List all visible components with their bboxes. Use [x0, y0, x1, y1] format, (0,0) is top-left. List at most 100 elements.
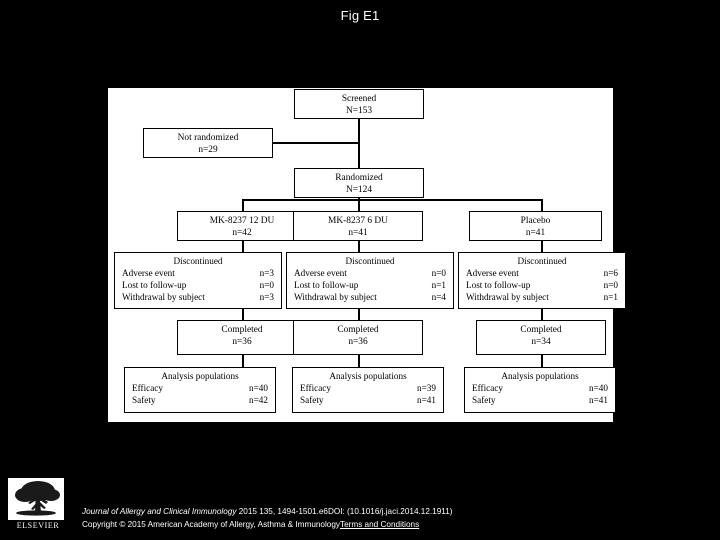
arm2-analysis-label-1: Safety: [300, 394, 324, 405]
arm2-disc-row: Withdrawal by subject n=4: [294, 292, 446, 304]
arm3-count: n=41: [525, 228, 546, 239]
arm2-disc-label-0: Adverse event: [294, 267, 347, 278]
box-randomized-label: Randomized: [335, 173, 383, 183]
arm3-disc-label-0: Adverse event: [466, 267, 519, 278]
elsevier-logo: ELSEVIER: [8, 478, 74, 534]
arm3-completed-label: Completed: [520, 325, 562, 335]
box-arm2-completed: Completed n=36: [293, 320, 423, 355]
arm3-completed-count: n=34: [531, 337, 551, 348]
arm2-analysis-heading: Analysis populations: [329, 370, 407, 381]
arm1-disc-row: Lost to follow-up n=0: [122, 280, 274, 292]
arm1-analysis-label-0: Efficacy: [132, 382, 163, 393]
arm3-analysis-value-0: n=40: [589, 382, 608, 393]
box-arm1-discontinued: Discontinued Adverse event n=3 Lost to f…: [114, 252, 282, 309]
arm3-disc-heading: Discontinued: [517, 255, 567, 266]
footer-citation-detail: 2015 135, 1494-1501.e6DOI: (10.1016/j.ja…: [236, 507, 453, 516]
arm3-analysis-value-1: n=41: [589, 394, 608, 405]
connector-screened-to-split: [358, 118, 360, 143]
connector-arm2-to-disc: [358, 240, 360, 252]
arm2-analysis-label-0: Efficacy: [300, 382, 331, 393]
elsevier-tree-graphic: [8, 478, 64, 520]
footer-journal-name: Journal of Allergy and Clinical Immunolo…: [82, 507, 237, 516]
connector-disc3-to-completed: [541, 308, 543, 320]
page-title: Fig E1: [340, 8, 380, 23]
arm1-analysis-value-1: n=42: [249, 394, 268, 405]
connector-arm3-to-disc: [541, 240, 543, 252]
connector-arm-drop-2: [358, 199, 360, 211]
figure-canvas: Screened N=153 Not randomized n=29 Rando…: [108, 88, 626, 422]
connector-completed1-to-analysis: [242, 355, 244, 367]
arm3-disc-label-1: Lost to follow-up: [466, 279, 531, 290]
arm1-analysis-heading: Analysis populations: [161, 370, 239, 381]
arm1-disc-label-0: Adverse event: [122, 267, 175, 278]
connector-arm-split-bar: [242, 199, 542, 201]
connector-completed2-to-analysis: [358, 355, 360, 367]
connector-arm-drop-1: [242, 199, 244, 211]
arm3-analysis-row: Efficacy n=40: [472, 383, 608, 395]
box-arm2-discontinued: Discontinued Adverse event n=0 Lost to f…: [286, 252, 454, 309]
arm1-analysis-row: Safety n=42: [132, 395, 268, 407]
arm2-disc-value-1: n=1: [431, 279, 446, 290]
arm1-disc-row: Adverse event n=3: [122, 268, 274, 280]
arm1-disc-value-2: n=3: [259, 291, 274, 302]
arm1-disc-value-0: n=3: [259, 267, 274, 278]
box-arm1-completed: Completed n=36: [177, 320, 307, 355]
box-randomized-count: N=124: [345, 185, 373, 196]
arm1-disc-row: Withdrawal by subject n=3: [122, 292, 274, 304]
arm3-title: Placebo: [520, 216, 551, 226]
box-screened: Screened N=153: [294, 89, 424, 119]
arm3-disc-label-2: Withdrawal by subject: [466, 291, 549, 302]
box-not-randomized-label: Not randomized: [177, 133, 239, 143]
box-not-randomized: Not randomized n=29: [143, 128, 273, 158]
box-screened-count: N=153: [345, 106, 373, 117]
connector-to-not-randomized: [273, 142, 359, 144]
arm1-disc-label-1: Lost to follow-up: [122, 279, 187, 290]
arm1-completed-count: n=36: [232, 337, 252, 348]
connector-split-to-randomized: [358, 142, 360, 168]
footer-copyright-line: Copyright © 2015 American Academy of All…: [82, 519, 702, 532]
box-arm-mk8237-12du: MK-8237 12 DU n=42: [177, 211, 307, 241]
footer: Journal of Allergy and Clinical Immunolo…: [82, 506, 702, 531]
arm3-analysis-label-0: Efficacy: [472, 382, 503, 393]
box-arm-mk8237-6du: MK-8237 6 DU n=41: [293, 211, 423, 241]
footer-copyright: Copyright © 2015 American Academy of All…: [82, 519, 340, 529]
terms-and-conditions-link[interactable]: Terms and Conditions: [340, 519, 420, 529]
elsevier-wordmark: ELSEVIER: [16, 521, 60, 530]
arm2-disc-value-2: n=4: [431, 291, 446, 302]
arm1-count: n=42: [232, 228, 252, 239]
arm2-analysis-value-1: n=41: [417, 394, 436, 405]
box-arm1-analysis: Analysis populations Efficacy n=40 Safet…: [124, 367, 276, 413]
arm2-count: n=41: [348, 228, 368, 239]
connector-disc2-to-completed: [358, 308, 360, 320]
elsevier-tree-icon: [8, 478, 64, 520]
arm2-analysis-row: Safety n=41: [300, 395, 436, 407]
arm1-disc-label-2: Withdrawal by subject: [122, 291, 205, 302]
arm2-completed-label: Completed: [337, 325, 379, 335]
arm3-disc-row: Lost to follow-up n=0: [466, 280, 618, 292]
arm3-disc-value-1: n=0: [603, 279, 618, 290]
arm3-disc-row: Adverse event n=6: [466, 268, 618, 280]
arm1-disc-heading: Discontinued: [173, 255, 223, 266]
arm3-disc-value-0: n=6: [603, 267, 618, 278]
connector-arm-drop-3: [541, 199, 543, 211]
arm2-disc-row: Lost to follow-up n=1: [294, 280, 446, 292]
box-arm3-analysis: Analysis populations Efficacy n=40 Safet…: [464, 367, 616, 413]
arm1-disc-value-1: n=0: [259, 279, 274, 290]
arm1-analysis-value-0: n=40: [249, 382, 268, 393]
arm3-disc-value-2: n=1: [603, 291, 618, 302]
connector-arm1-to-disc: [242, 240, 244, 252]
connector-disc1-to-completed: [242, 308, 244, 320]
arm1-completed-label: Completed: [221, 325, 263, 335]
arm2-analysis-value-0: n=39: [417, 382, 436, 393]
arm2-disc-row: Adverse event n=0: [294, 268, 446, 280]
connector-completed3-to-analysis: [541, 355, 543, 367]
arm3-analysis-row: Safety n=41: [472, 395, 608, 407]
arm1-analysis-row: Efficacy n=40: [132, 383, 268, 395]
arm2-disc-label-2: Withdrawal by subject: [294, 291, 377, 302]
footer-citation: Journal of Allergy and Clinical Immunolo…: [82, 506, 702, 519]
arm2-disc-label-1: Lost to follow-up: [294, 279, 359, 290]
arm3-analysis-heading: Analysis populations: [501, 370, 579, 381]
box-arm3-discontinued: Discontinued Adverse event n=6 Lost to f…: [458, 252, 626, 309]
box-arm2-analysis: Analysis populations Efficacy n=39 Safet…: [292, 367, 444, 413]
arm2-disc-value-0: n=0: [431, 267, 446, 278]
